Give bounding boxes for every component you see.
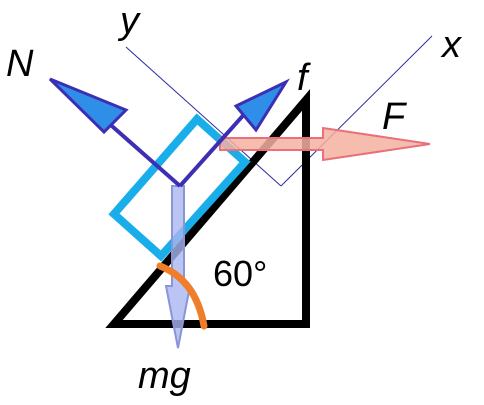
angle-label: 60° — [213, 253, 267, 294]
friction-force-arrowhead — [233, 78, 291, 133]
angle-arc — [156, 262, 208, 330]
applied-force-label: F — [382, 96, 407, 138]
incline-triangle — [105, 89, 310, 328]
block — [108, 113, 251, 262]
y-axis-label: y — [117, 0, 141, 42]
friction-label: f — [297, 57, 311, 99]
normal-force-arrowhead — [48, 77, 129, 135]
friction-force-shaft — [178, 108, 250, 188]
weight-label: mg — [138, 355, 191, 397]
x-axis-label: x — [440, 24, 463, 66]
weight-arrow — [164, 185, 192, 349]
normal-force-label: N — [6, 43, 34, 85]
applied-force-arrow — [219, 126, 431, 162]
